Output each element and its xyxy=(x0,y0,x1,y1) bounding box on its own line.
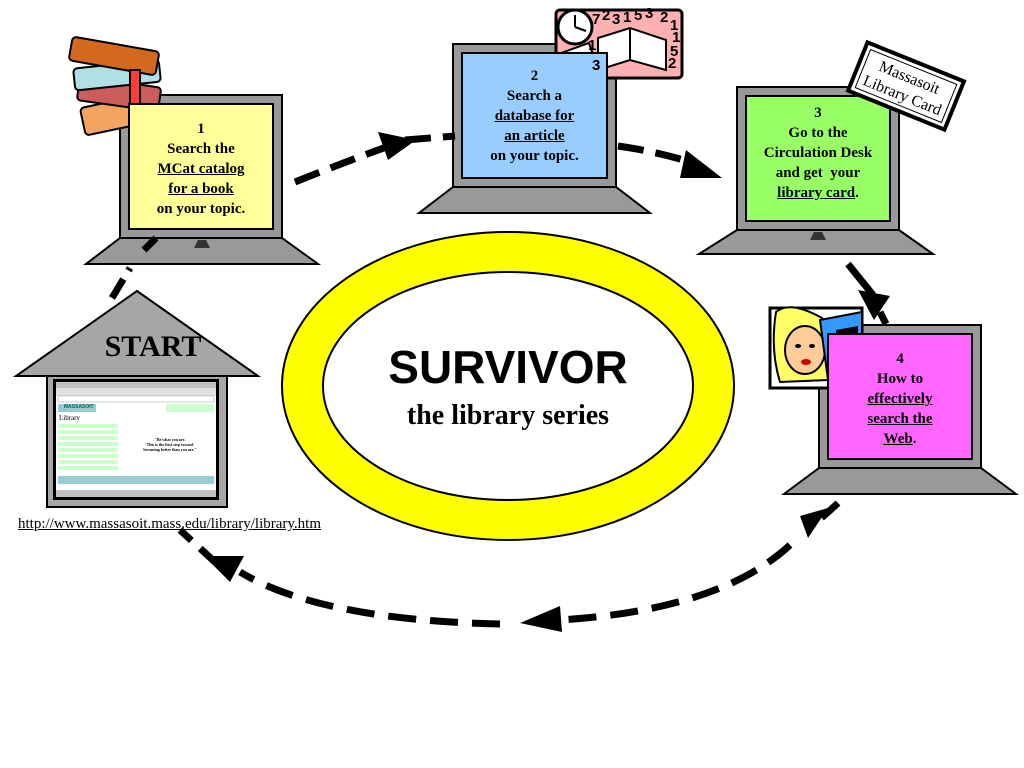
step-4-suffix: . xyxy=(912,431,917,447)
browser-quote-1: "Be what you are. xyxy=(154,437,186,442)
library-url-link[interactable]: http://www.massasoit.mass.edu/library/li… xyxy=(18,516,322,532)
browser-window xyxy=(56,382,216,497)
browser-heading: Library xyxy=(59,414,80,422)
step-3-line1: Go to the xyxy=(788,125,848,141)
step-1-line1: Search the xyxy=(167,141,235,157)
step-4-link-effectively[interactable]: effectively xyxy=(867,391,933,407)
step-1-line2: on your topic. xyxy=(156,201,246,217)
step-3-line2: Circulation Desk xyxy=(763,145,873,161)
step-1-link-catalog[interactable]: MCat catalog xyxy=(157,161,245,177)
step-2-line2: on your topic. xyxy=(490,148,579,164)
step-2-line1: Search a xyxy=(506,88,563,104)
cycle-arrows xyxy=(108,132,890,632)
browser-quote-2: This is the first step toward xyxy=(146,442,194,447)
step-2-link-article[interactable]: an article xyxy=(504,128,565,144)
step-3-card-line: library card. xyxy=(747,183,889,203)
title-survivor: SURVIVOR xyxy=(388,341,628,393)
step-4-web-line: Web. xyxy=(829,429,971,449)
step-2-number: 2 xyxy=(530,68,539,84)
step-2-link-database[interactable]: database for xyxy=(494,108,575,124)
step-1-screen: 1 Search the MCat catalog for a book on … xyxy=(128,103,274,230)
survivor-ring xyxy=(281,231,735,541)
step-3-suffix: . xyxy=(855,185,859,201)
step-4-line1: How to xyxy=(876,371,924,387)
browser-quote-3: becoming better than you are." xyxy=(143,447,197,452)
start-label: START xyxy=(104,330,202,363)
step-3-line3: and get your xyxy=(775,165,861,181)
step-3-number: 3 xyxy=(814,105,822,121)
step-4-screen: 4 How to effectively search the Web. xyxy=(827,333,973,460)
step-4-number: 4 xyxy=(896,351,904,367)
library-website-thumbnail[interactable]: MASSASOIT Library "Be what you are. This… xyxy=(53,379,219,500)
step-1-link-book[interactable]: for a book xyxy=(168,181,234,197)
browser-logo: MASSASOIT xyxy=(64,404,94,410)
step-4-link-web[interactable]: Web xyxy=(883,431,913,447)
title-subtitle: the library series xyxy=(406,400,610,431)
step-2-screen: 2 Search a database for an article on yo… xyxy=(461,52,608,179)
step-3-screen: 3 Go to the Circulation Desk and get you… xyxy=(745,95,891,222)
step-3-link-library-card[interactable]: library card xyxy=(777,185,856,201)
step-1-number: 1 xyxy=(197,121,205,137)
step-4-link-search[interactable]: search the xyxy=(867,411,933,427)
